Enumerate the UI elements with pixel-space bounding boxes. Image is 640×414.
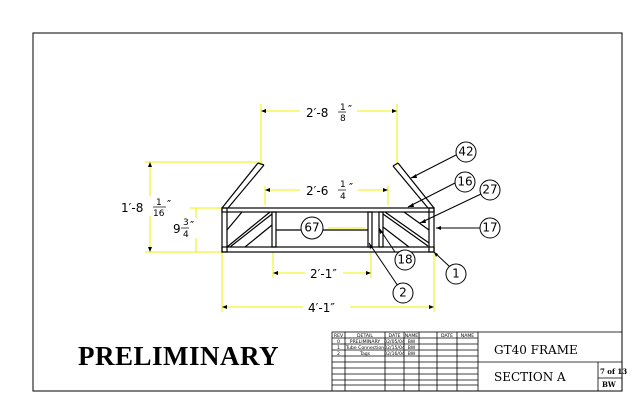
svg-text:BW: BW bbox=[408, 351, 416, 357]
svg-text:4: 4 bbox=[183, 230, 189, 240]
svg-text:1: 1 bbox=[337, 345, 340, 351]
svg-text:DETAIL: DETAIL bbox=[357, 333, 373, 339]
svg-text:16: 16 bbox=[153, 209, 165, 219]
svg-text:18: 18 bbox=[397, 253, 412, 267]
dimension-arrowheads bbox=[148, 109, 434, 309]
svg-text:NAME: NAME bbox=[405, 333, 419, 339]
sheet-border bbox=[32, 32, 623, 392]
section-label: SECTION A bbox=[494, 370, 566, 384]
svg-text:1: 1 bbox=[340, 103, 346, 113]
svg-text:16: 16 bbox=[457, 175, 472, 189]
callout-16: 16 bbox=[454, 171, 476, 193]
svg-text:42: 42 bbox=[458, 145, 473, 159]
title-block bbox=[331, 331, 623, 392]
svg-text:″: ″ bbox=[167, 198, 171, 211]
callout-18: 18 bbox=[394, 249, 416, 271]
svg-text:″: ″ bbox=[348, 103, 352, 116]
callout-17: 17 bbox=[479, 217, 501, 239]
svg-text:PRELIMINARY: PRELIMINARY bbox=[350, 339, 381, 345]
svg-text:Tags: Tags bbox=[359, 351, 371, 357]
svg-text:17: 17 bbox=[482, 221, 497, 235]
drawn-by: BW bbox=[602, 380, 616, 389]
dim-base-width: 4′-1″ bbox=[308, 301, 335, 315]
svg-text:27: 27 bbox=[482, 183, 497, 197]
svg-text:″: ″ bbox=[349, 181, 353, 194]
svg-text:9: 9 bbox=[173, 222, 181, 236]
svg-text:1: 1 bbox=[452, 267, 460, 281]
svg-text:2′-6: 2′-6 bbox=[306, 184, 328, 198]
svg-text:2′-8: 2′-8 bbox=[306, 106, 328, 120]
svg-text:1: 1 bbox=[340, 180, 346, 190]
svg-text:02/15/04: 02/15/04 bbox=[384, 345, 405, 351]
svg-text:0: 0 bbox=[337, 339, 340, 345]
svg-text:BW: BW bbox=[408, 345, 416, 351]
dim-top-width: 2′-8 1 8 ″ bbox=[306, 103, 352, 124]
svg-text:8: 8 bbox=[340, 114, 346, 124]
svg-text:″: ″ bbox=[190, 219, 194, 232]
svg-text:3: 3 bbox=[183, 218, 189, 228]
callout-27: 27 bbox=[479, 179, 501, 201]
svg-text:02/16/04: 02/16/04 bbox=[384, 351, 405, 357]
dim-height-inner: 9 3 4 ″ bbox=[173, 218, 194, 240]
drawing-title: GT40 FRAME bbox=[494, 343, 578, 357]
dim-lower-width: 2′-1″ bbox=[310, 267, 337, 281]
leader-arrowheads bbox=[369, 174, 441, 257]
svg-text:2: 2 bbox=[399, 286, 407, 300]
svg-text:Tube Connection: Tube Connection bbox=[345, 345, 384, 351]
frame-section bbox=[221, 162, 435, 253]
leader-lines bbox=[368, 154, 482, 287]
svg-text:REV: REV bbox=[334, 333, 344, 339]
dim-inner-width: 2′-6 1 4 ″ bbox=[306, 180, 353, 202]
svg-text:DATE: DATE bbox=[389, 333, 401, 339]
callout-67: 67 bbox=[300, 216, 324, 240]
callout-1: 1 bbox=[445, 263, 467, 285]
svg-text:1′-8: 1′-8 bbox=[121, 201, 143, 215]
svg-text:4: 4 bbox=[340, 192, 346, 202]
callout-2: 2 bbox=[392, 282, 414, 304]
svg-text:2: 2 bbox=[337, 351, 340, 357]
preliminary-stamp: PRELIMINARY bbox=[78, 341, 280, 371]
svg-text:67: 67 bbox=[304, 221, 319, 235]
callout-42: 42 bbox=[455, 141, 477, 163]
svg-text:NAME: NAME bbox=[461, 333, 475, 339]
svg-text:02/05/04: 02/05/04 bbox=[384, 339, 405, 345]
title-block-text: REV DETAIL DATE NAME DATE NAME 0 PRELIMI… bbox=[334, 333, 627, 389]
svg-text:BW: BW bbox=[408, 339, 416, 345]
svg-text:DATE: DATE bbox=[441, 333, 453, 339]
dim-height-total: 1′-8 1 16 ″ bbox=[121, 198, 171, 219]
sheet-number: 7 of 13 bbox=[600, 367, 627, 376]
svg-text:1: 1 bbox=[156, 198, 162, 208]
dimension-lines bbox=[145, 104, 435, 312]
